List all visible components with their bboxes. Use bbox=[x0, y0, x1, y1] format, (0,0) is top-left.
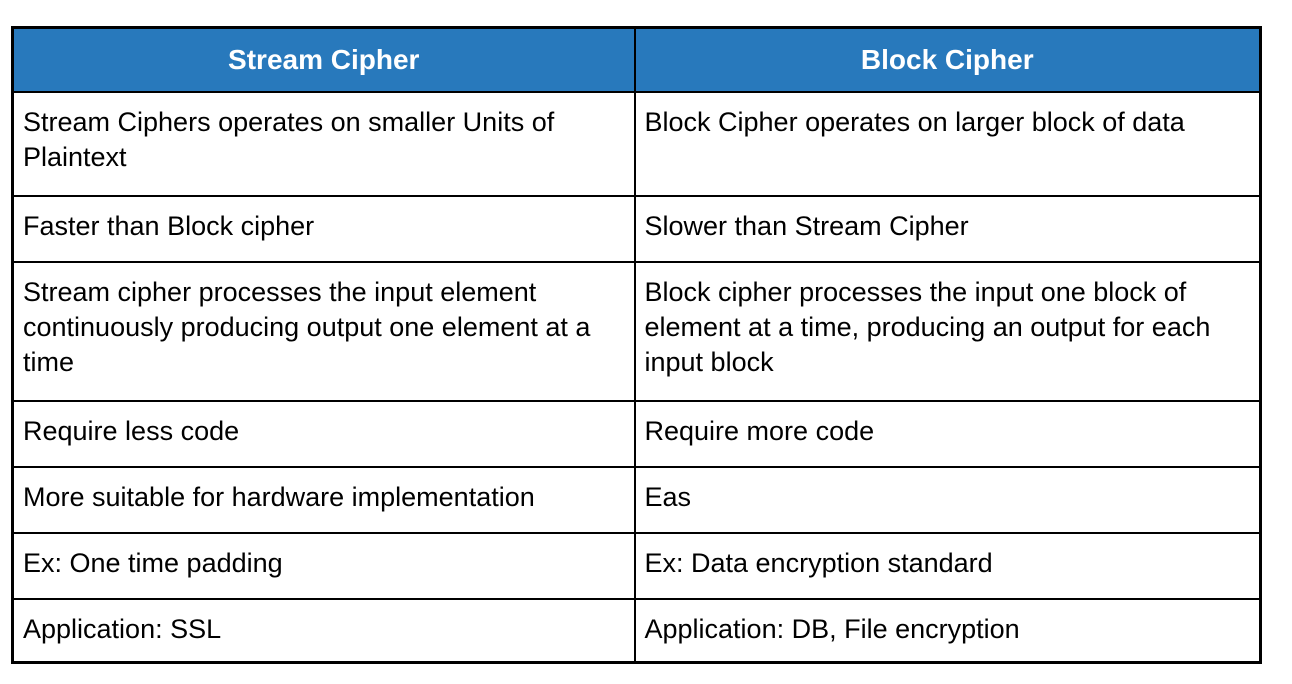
header-row: Stream Cipher Block Cipher bbox=[11, 26, 1262, 93]
cell-block-application: Application: DB, File encryption bbox=[633, 597, 1262, 663]
table-row-implementation: More suitable for hardware implementatio… bbox=[11, 465, 1262, 534]
cell-block-implementation: Eas bbox=[633, 465, 1262, 534]
cell-stream-example: Ex: One time padding bbox=[11, 531, 636, 600]
cell-block-processing: Block cipher processes the input one blo… bbox=[633, 260, 1262, 402]
cell-block-units: Block Cipher operates on larger block of… bbox=[633, 90, 1262, 197]
cipher-comparison-table: Stream Cipher Block Cipher Stream Cipher… bbox=[11, 26, 1262, 664]
cell-stream-application: Application: SSL bbox=[11, 597, 636, 663]
table-row-processing: Stream cipher processes the input elemen… bbox=[11, 260, 1262, 402]
table-row-speed: Faster than Block cipher Slower than Str… bbox=[11, 194, 1262, 263]
cell-stream-implementation: More suitable for hardware implementatio… bbox=[11, 465, 636, 534]
header-block-cipher: Block Cipher bbox=[633, 26, 1262, 93]
table-row-code: Require less code Require more code bbox=[11, 399, 1262, 468]
cell-stream-processing: Stream cipher processes the input elemen… bbox=[11, 260, 636, 402]
table-row-example: Ex: One time padding Ex: Data encryption… bbox=[11, 531, 1262, 600]
table-row-units: Stream Ciphers operates on smaller Units… bbox=[11, 90, 1262, 197]
cell-block-speed: Slower than Stream Cipher bbox=[633, 194, 1262, 263]
cell-block-code: Require more code bbox=[633, 399, 1262, 468]
cell-stream-speed: Faster than Block cipher bbox=[11, 194, 636, 263]
table-row-application: Application: SSL Application: DB, File e… bbox=[11, 597, 1262, 663]
cell-stream-units: Stream Ciphers operates on smaller Units… bbox=[11, 90, 636, 197]
cell-stream-code: Require less code bbox=[11, 399, 636, 468]
header-stream-cipher: Stream Cipher bbox=[11, 26, 636, 93]
cell-block-example: Ex: Data encryption standard bbox=[633, 531, 1262, 600]
